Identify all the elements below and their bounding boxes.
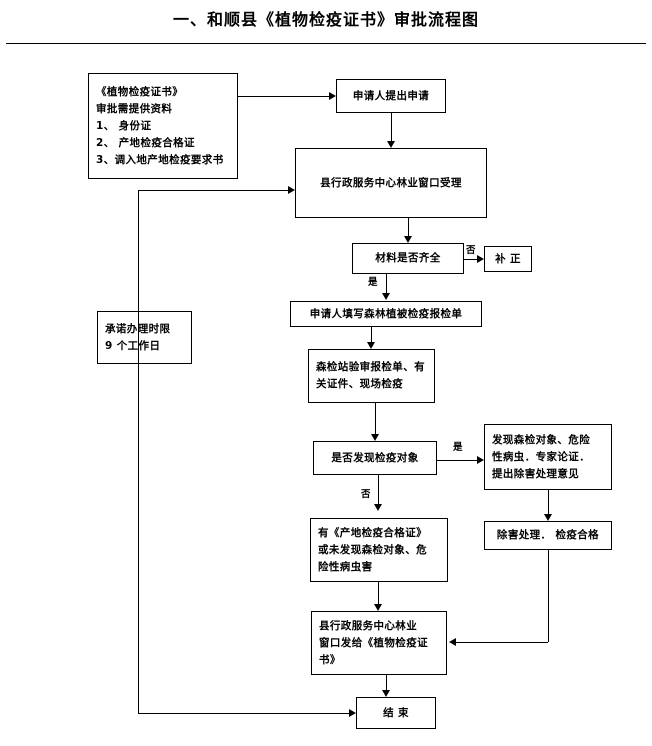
arrowhead-found-to-qualified <box>374 504 382 511</box>
node-line: 9 个工作日 <box>105 339 161 352</box>
arrowhead-issue-to-end <box>382 690 390 697</box>
node-line: 1、 身份证 <box>96 119 152 132</box>
edge-label-no-complete: 否 <box>465 245 477 256</box>
edge-apply-to-accept <box>391 113 392 141</box>
node-treatment-passed: 除害处理． 检疫合格 <box>484 521 612 550</box>
arrowhead-qualified-to-issue <box>374 604 382 611</box>
node-line: 窗口发给《植物检疫证 <box>319 636 428 649</box>
node-line: 性病虫．专家论证． <box>492 450 591 463</box>
edge-expert-to-treatment <box>548 490 549 514</box>
node-qualified-no-object: 有《产地检疫合格证》 或未发现森检对象、危 险性病虫害 <box>310 518 448 582</box>
arrowhead-return-to-accept <box>288 186 295 194</box>
node-line: 申请人提出申请 <box>352 89 430 102</box>
edge-correction-return-to-accept <box>138 190 288 191</box>
edge-label-yes-found: 是 <box>452 442 464 453</box>
edge-station-to-found <box>375 403 376 434</box>
node-materials-complete-decision: 材料是否齐全 <box>352 243 464 274</box>
title-divider <box>6 43 646 44</box>
node-line: 提出除害处理意见 <box>492 467 580 480</box>
node-found-quarantine-object-decision: 是否发现检疫对象 <box>313 441 437 475</box>
node-line: 承诺办理时限 <box>105 322 171 335</box>
edge-check-to-fillform <box>386 274 387 293</box>
arrowhead-check-to-fillform <box>382 293 390 300</box>
edge-accept-to-check <box>408 218 409 236</box>
node-processing-time-promise: 承诺办理时限 9 个工作日 <box>97 311 192 364</box>
edge-label-no-found: 否 <box>360 489 372 500</box>
node-line: 《植物检疫证书》 <box>96 85 184 98</box>
edge-issue-to-end <box>386 675 387 690</box>
arrowhead-fillform-to-station <box>367 342 375 349</box>
node-line: 或未发现森检对象、危 <box>318 543 427 556</box>
node-issue-certificate: 县行政服务中心林业 窗口发给《植物检疫证 书》 <box>311 611 447 675</box>
node-expert-review: 发现森检对象、危险 性病虫．专家论证． 提出除害处理意见 <box>484 424 612 490</box>
node-line: 结 束 <box>383 706 409 719</box>
node-line: 3、调入地产地检疫要求书 <box>96 153 224 166</box>
node-fill-inspection-form: 申请人填写森林植被检疫报检单 <box>290 301 482 327</box>
edge-fillform-to-station <box>371 327 372 342</box>
edge-check-to-correction <box>464 259 477 260</box>
node-line: 2、 产地检疫合格证 <box>96 136 195 149</box>
node-line: 县行政服务中心林业窗口受理 <box>320 176 462 189</box>
arrowhead-check-to-correction <box>477 255 484 263</box>
node-line: 除害处理． 检疫合格 <box>496 529 600 541</box>
edge-label-yes-complete: 是 <box>367 277 379 288</box>
edge-treatment-to-issue <box>456 642 548 643</box>
page-title: 一、和顺县《植物检疫证书》审批流程图 <box>172 10 479 29</box>
node-line: 险性病虫害 <box>318 560 373 573</box>
node-line: 有《产地检疫合格证》 <box>318 526 427 539</box>
arrowhead-treatment-to-issue <box>449 638 456 646</box>
node-required-materials: 《植物检疫证书》 审批需提供资料 1、 身份证 2、 产地检疫合格证 3、调入地… <box>88 73 238 179</box>
node-end: 结 束 <box>356 697 436 729</box>
arrowhead-station-to-found <box>371 434 379 441</box>
node-correction: 补 正 <box>484 246 532 272</box>
arrowhead-expert-to-treatment <box>544 514 552 521</box>
edge-materials-to-apply <box>238 96 329 97</box>
node-line: 是否发现检疫对象 <box>331 451 419 464</box>
node-window-acceptance: 县行政服务中心林业窗口受理 <box>295 148 487 218</box>
node-applicant-submits: 申请人提出申请 <box>336 79 446 113</box>
node-line: 材料是否齐全 <box>375 252 441 264</box>
arrowhead-materials-to-apply <box>329 92 336 100</box>
edge-qualified-to-issue <box>378 582 379 604</box>
arrowhead-apply-to-accept <box>387 141 395 148</box>
node-line: 发现森检对象、危险 <box>492 433 591 446</box>
node-station-review: 森检站验审报检单、有 关证件、现场检疫 <box>308 349 435 403</box>
node-line: 审批需提供资料 <box>96 102 173 115</box>
node-line: 申请人填写森林植被检疫报检单 <box>309 307 463 320</box>
edge-found-to-expert <box>437 460 477 461</box>
node-line: 县行政服务中心林业 <box>319 619 418 632</box>
node-line: 补 正 <box>495 252 521 265</box>
edge-found-to-qualified <box>378 475 379 504</box>
edge-left-spine <box>138 190 139 713</box>
node-line: 书》 <box>319 653 341 666</box>
arrowhead-spine-to-end <box>349 709 356 717</box>
node-line: 关证件、现场检疫 <box>316 378 404 390</box>
arrowhead-accept-to-check <box>404 236 412 243</box>
arrowhead-found-to-expert <box>477 456 484 464</box>
edge-left-spine-to-end <box>138 713 349 714</box>
node-line: 森检站验审报检单、有 <box>316 361 425 373</box>
edge-treatment-down <box>548 550 549 642</box>
